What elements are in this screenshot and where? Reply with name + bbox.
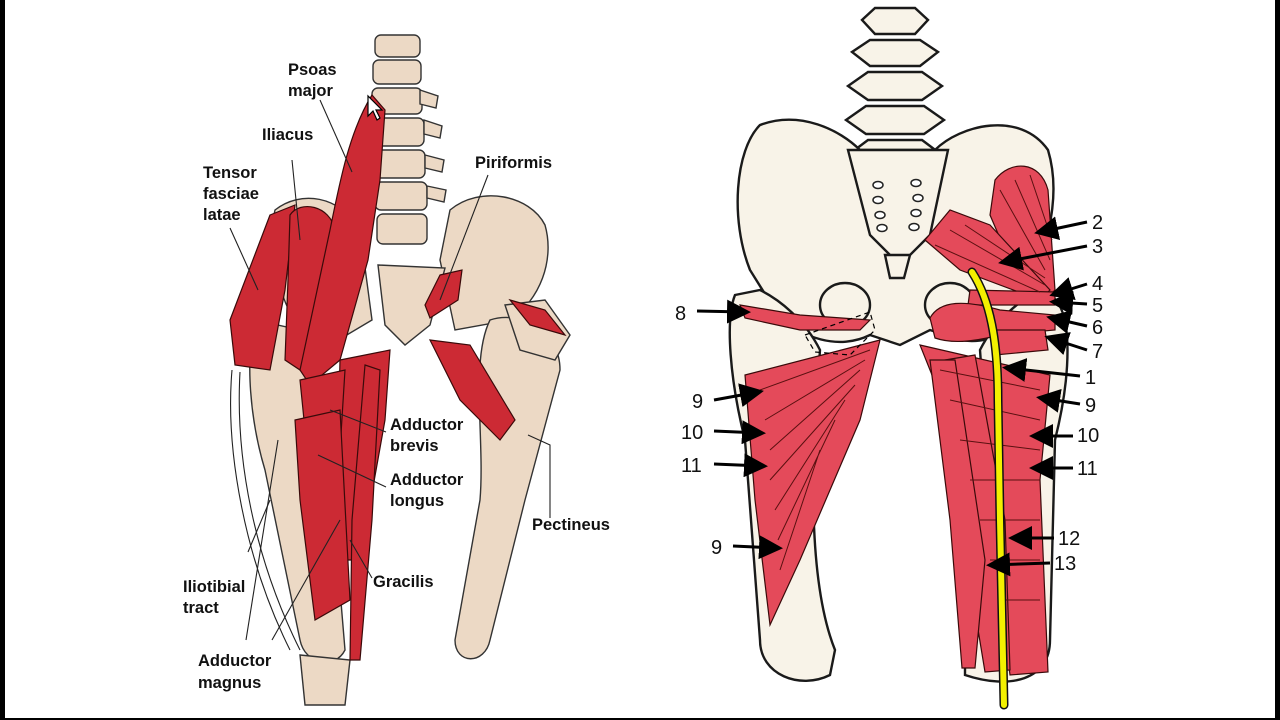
- label-adductor-magnus-line2: magnus: [198, 674, 261, 692]
- right-number-labels: 2 3 4 5 6 7 1 9 10 11 12 13 8 9 10 11 9: [675, 212, 1103, 575]
- label-num-13: 13: [1054, 553, 1076, 575]
- label-num-5: 5: [1092, 295, 1103, 317]
- label-num-10-right: 10: [1077, 425, 1099, 447]
- dashed-obturator-outline: [804, 311, 876, 356]
- coccyx-bone: [883, 253, 912, 280]
- label-num-3: 3: [1092, 236, 1103, 258]
- label-tensor-line3: latae: [203, 206, 241, 224]
- gracilis-muscle: [349, 364, 381, 661]
- biceps-muscle-13: [929, 359, 986, 669]
- label-adductor-longus-line1: Adductor: [390, 471, 464, 489]
- spine-vertebrae: [843, 6, 947, 166]
- right-hip-posterior-figure: [696, 6, 1088, 710]
- sacrum-bone-right: [846, 148, 950, 267]
- label-num-6: 6: [1092, 317, 1103, 339]
- label-num-10-left: 10: [681, 422, 703, 444]
- label-num-2: 2: [1092, 212, 1103, 234]
- label-iliotibial-line2: tract: [183, 599, 219, 617]
- label-num-1: 1: [1085, 367, 1096, 389]
- psoas-major-muscle: [299, 93, 386, 386]
- iliotibial-tract-line: [230, 369, 291, 651]
- label-num-9-right: 9: [1085, 395, 1096, 417]
- label-piriformis: Piriformis: [475, 154, 552, 172]
- label-adductor-brevis-line1: Adductor: [390, 416, 464, 434]
- anatomy-diagram: Psoas major Iliacus Tensor fasciae latae…: [183, 6, 1103, 710]
- left-knee-bone: [299, 654, 351, 706]
- label-iliacus: Iliacus: [262, 126, 313, 144]
- label-gracilis: Gracilis: [373, 573, 434, 591]
- right-tfl-muscle: [508, 298, 567, 337]
- sacral-foramina: [872, 178, 924, 233]
- label-pectineus: Pectineus: [532, 516, 610, 534]
- label-num-8: 8: [675, 303, 686, 325]
- left-labels: Psoas major Iliacus Tensor fasciae latae…: [183, 61, 610, 692]
- left-leader-lines: [229, 99, 551, 641]
- label-tensor-line1: Tensor: [203, 164, 257, 182]
- label-adductor-longus-line2: longus: [390, 492, 444, 510]
- tensor-fasciae-latae-muscle: [229, 204, 296, 371]
- label-num-11-right: 11: [1077, 458, 1098, 480]
- label-num-11-left: 11: [681, 455, 702, 477]
- label-adductor-brevis-line2: brevis: [390, 437, 439, 455]
- label-num-12: 12: [1058, 528, 1080, 550]
- label-iliotibial-line1: Iliotibial: [183, 578, 245, 596]
- label-adductor-magnus-line1: Adductor: [198, 652, 272, 670]
- piriformis-muscle: [424, 269, 463, 319]
- diagram-canvas: Psoas major Iliacus Tensor fasciae latae…: [5, 0, 1275, 718]
- label-tensor-line2: fasciae: [203, 185, 259, 203]
- pectineus-muscle: [428, 339, 516, 441]
- adductor-magnus-muscle: [294, 409, 351, 621]
- lumbar-vertebrae: [371, 34, 447, 245]
- mouse-cursor-icon: [367, 94, 384, 121]
- label-num-4: 4: [1092, 273, 1103, 295]
- left-hip-anterior-figure: [229, 34, 571, 706]
- label-num-9-left-lower: 9: [711, 537, 722, 559]
- label-num-9-left-upper: 9: [692, 391, 703, 413]
- sacrum-bone: [377, 264, 446, 346]
- label-psoas-line1: Psoas: [288, 61, 337, 79]
- label-psoas-line2: major: [288, 82, 334, 100]
- label-num-7: 7: [1092, 341, 1103, 363]
- callout-arrows: [696, 216, 1088, 577]
